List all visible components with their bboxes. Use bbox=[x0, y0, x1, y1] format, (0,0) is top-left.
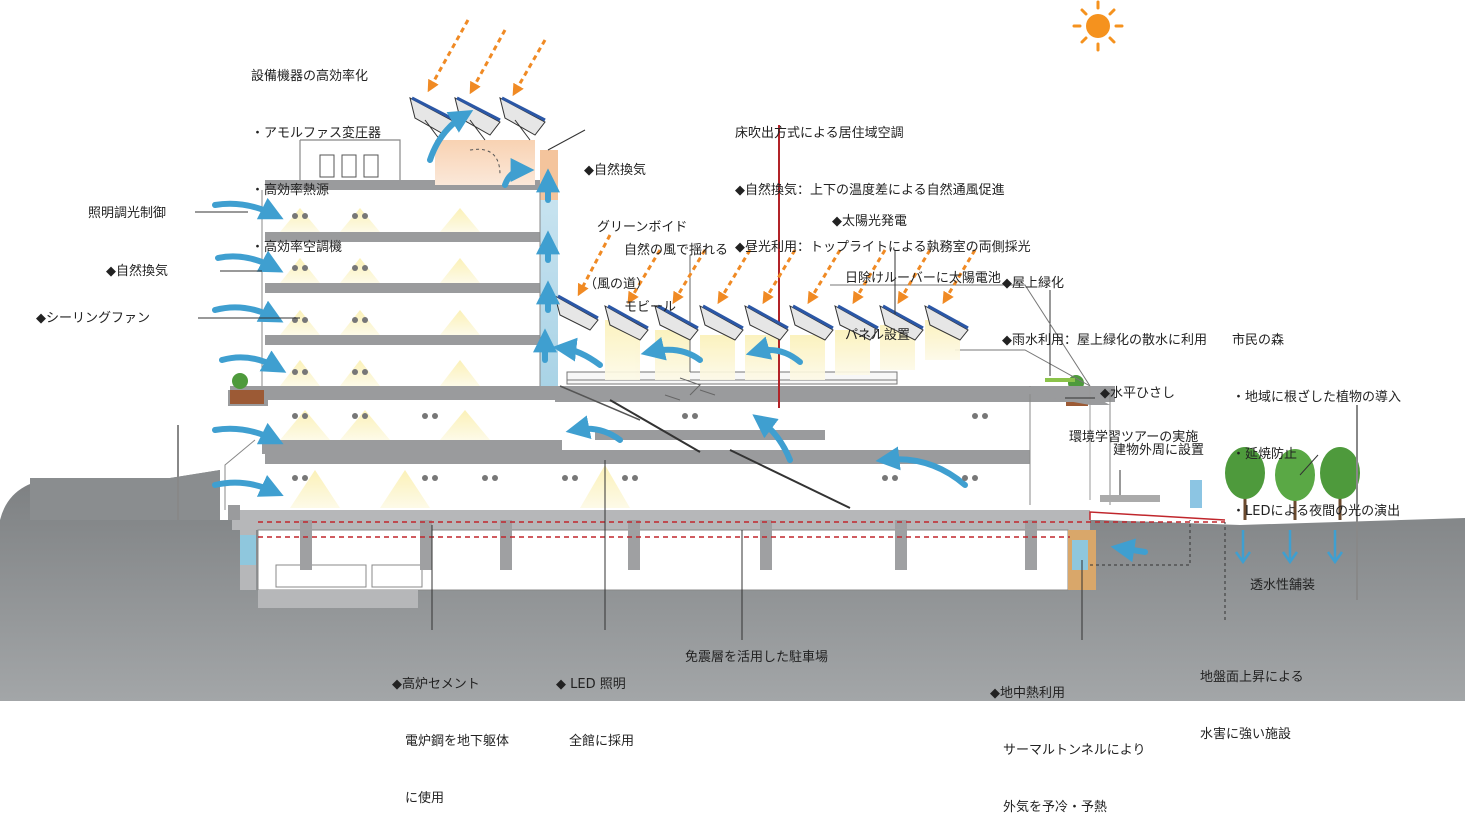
basement-columns bbox=[300, 520, 1037, 570]
label-line: ・アモルファス変圧器 bbox=[251, 126, 382, 141]
label-horizontal-eaves: ◆水平ひさし 建物外周に設置 bbox=[1100, 346, 1204, 479]
label-line: ・延焼防止 bbox=[1232, 447, 1298, 462]
label-line: グリーンボイド bbox=[584, 220, 688, 235]
label-line: （風の道） bbox=[584, 277, 650, 292]
label-line: 市民の森 bbox=[1232, 333, 1285, 348]
stair-a bbox=[609, 399, 701, 453]
label-line: ◆地中熱利用 bbox=[990, 686, 1065, 701]
label-line: 水害に強い施設 bbox=[1200, 727, 1292, 742]
leader-lines bbox=[195, 129, 1319, 640]
left-hill bbox=[30, 470, 220, 520]
label-lighting-control: 照明調光制御 bbox=[88, 206, 167, 221]
label-line: 自然の風で揺れる bbox=[624, 243, 729, 258]
solar-louvers bbox=[554, 294, 969, 341]
building-section-diagram bbox=[0, 0, 1465, 701]
label-geothermal: ◆地中熱利用 サーマルトンネルにより 外気を予冷・予熱 bbox=[990, 646, 1145, 836]
label-line: モビール bbox=[624, 300, 677, 315]
label-parking: 免震層を活用した駐車場 bbox=[685, 650, 829, 665]
sun-rays bbox=[427, 19, 977, 305]
label-line: 電炉鋼を地下躯体 bbox=[392, 734, 510, 749]
label-env-tour: 環境学習ツアーの実施 bbox=[1069, 430, 1199, 445]
label-line: 建物外周に設置 bbox=[1100, 443, 1205, 458]
label-line: ◆屋上緑化 bbox=[1002, 276, 1064, 291]
label-line: ・高効率空調機 bbox=[251, 240, 343, 255]
label-mobile: 自然の風で揺れる モビール bbox=[624, 203, 728, 336]
planter-left bbox=[230, 373, 264, 404]
label-line: ・地域に根ざした植物の導入 bbox=[1232, 390, 1402, 405]
label-blast-furnace-cement: ◆高炉セメント 電炉鋼を地下躯体 に使用 bbox=[392, 637, 509, 827]
label-line: に使用 bbox=[392, 791, 445, 806]
stair-b bbox=[729, 449, 851, 509]
label-line: 全館に採用 bbox=[556, 734, 635, 749]
label-led-lighting: ◆ LED 照明 全館に採用 bbox=[556, 637, 634, 770]
label-line: ◆昼光利用：トップライトによる執務室の両側採光 bbox=[735, 240, 1031, 255]
label-civic-forest: 市民の森 ・地域に根ざした植物の導入 ・延焼防止 ・LEDによる夜間の光の演出 bbox=[1232, 293, 1401, 540]
label-line: ・高効率熱源 bbox=[251, 183, 330, 198]
label-line: パネル設置 bbox=[832, 328, 911, 343]
basement-parking bbox=[232, 510, 1226, 608]
label-line: 地盤面上昇による bbox=[1200, 670, 1304, 685]
label-ceiling-fan: ◆シーリングファン bbox=[36, 311, 150, 326]
ceiling-fans bbox=[292, 213, 988, 481]
label-line: 床吹出方式による居住域空調 bbox=[735, 126, 904, 141]
label-line: 設備機器の高効率化 bbox=[251, 69, 369, 84]
sun-icon bbox=[1072, 0, 1124, 52]
label-solar-power: ◆太陽光発電 日除けルーバーに太陽電池 パネル設置 bbox=[832, 174, 1001, 364]
label-line: 外気を予冷・予熱 bbox=[990, 800, 1108, 815]
label-line: ◆雨水利用：屋上緑化の散水に利用 bbox=[1002, 333, 1207, 348]
label-line: サーマルトンネルにより bbox=[990, 743, 1146, 758]
label-line: ・LEDによる夜間の光の演出 bbox=[1232, 504, 1401, 519]
label-equipment-efficiency: 設備機器の高効率化 ・アモルファス変圧器 ・高効率熱源 ・高効率空調機 bbox=[251, 29, 381, 276]
label-line: ◆高炉セメント bbox=[392, 677, 480, 692]
label-floor-ac: 床吹出方式による居住域空調 ◆自然換気：上下の温度差による自然通風促進 ◆昼光利… bbox=[735, 86, 1031, 276]
label-flood-resilience: 地盤面上昇による 水害に強い施設 bbox=[1200, 630, 1304, 763]
trees bbox=[1225, 447, 1360, 520]
label-line: ◆太陽光発電 bbox=[832, 214, 907, 229]
tour-figures bbox=[1100, 480, 1202, 508]
label-green-void: ◆自然換気 グリーンボイド （風の道） bbox=[584, 123, 687, 313]
thermal-tunnel-line bbox=[1089, 511, 1226, 521]
label-natural-ventilation: ◆自然換気 bbox=[106, 264, 168, 279]
label-line: ◆自然換気 bbox=[584, 163, 646, 178]
label-line: ◆水平ひさし bbox=[1100, 386, 1175, 401]
label-line: 日除けルーバーに太陽電池 bbox=[832, 271, 1001, 286]
permeable-arrows bbox=[1234, 530, 1344, 565]
wind-arrows bbox=[212, 110, 1148, 563]
label-line: ◆ LED 照明 bbox=[556, 677, 626, 692]
rooftop-solar-units bbox=[409, 96, 546, 141]
label-rooftop-greening: ◆屋上緑化 ◆雨水利用：屋上緑化の散水に利用 bbox=[1002, 236, 1207, 369]
label-line: ◆自然換気：上下の温度差による自然通風促進 bbox=[735, 183, 1005, 198]
label-permeable-paving: 透水性舗装 bbox=[1250, 578, 1316, 593]
